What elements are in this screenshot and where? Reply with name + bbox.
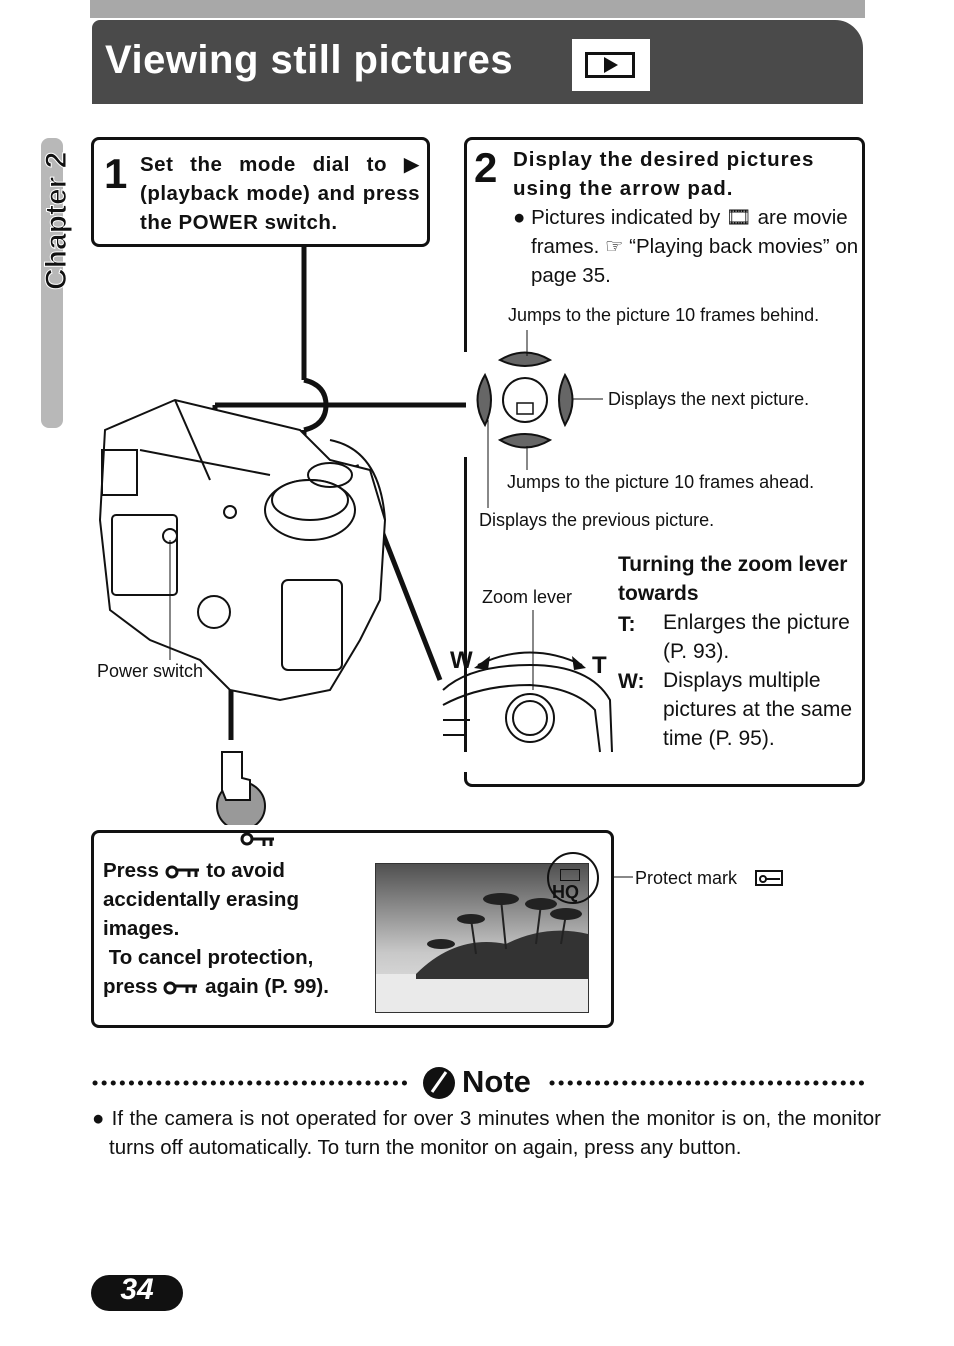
protect-key-icon-inline — [165, 865, 199, 879]
zoom-t-key: T: — [618, 613, 636, 636]
playback-triangle-icon — [604, 57, 618, 73]
playback-icon-frame — [585, 52, 635, 78]
protect-mark-key-icon — [755, 870, 783, 886]
protect-mark-highlight — [547, 852, 599, 904]
arrow-pad-icon — [476, 348, 574, 452]
arrow-down-label: Jumps to the picture 10 frames ahead. — [507, 472, 815, 492]
protect-mark-icon — [560, 869, 580, 881]
header-banner — [90, 18, 865, 106]
note-text-body: If the camera is not operated for over 3… — [109, 1107, 882, 1159]
note-text: ● If the camera is not operated for over… — [92, 1107, 882, 1159]
protect-text-2a: To cancel protection, press — [103, 946, 314, 998]
camera-illustration — [98, 398, 387, 702]
page-number: 34 — [120, 1273, 154, 1306]
zoom-w-key: W: — [618, 670, 645, 693]
protect-text-2b: again (P. 99). — [205, 975, 329, 998]
protect-key-icon-inline-2 — [163, 981, 198, 995]
power-switch-label: Power switch — [97, 661, 204, 681]
arrow-right-label: Displays the next picture. — [608, 389, 810, 409]
zoom-t-description: Enlarges the picture (P. 93). — [663, 611, 850, 663]
arrow-up-label: Jumps to the picture 10 frames behind. — [508, 305, 820, 325]
protect-mark-label: Protect mark — [635, 868, 738, 888]
zoom-w-mark: W — [450, 647, 473, 674]
finger-press-icon — [216, 751, 266, 831]
header-top-bar — [90, 0, 865, 18]
arrow-left-label: Displays the previous picture. — [479, 510, 715, 530]
hq-label: HQ — [552, 882, 579, 902]
page-title: Viewing still pictures — [105, 38, 514, 82]
step1-box — [91, 137, 430, 247]
step2-bullet-text: Pictures indicated by 🎞 are movie frames… — [531, 206, 859, 287]
page-number-badge — [91, 1275, 183, 1311]
note-icon — [423, 1067, 455, 1099]
zoom-lever-illustration — [442, 663, 613, 753]
protect-text-1a: Press — [103, 859, 159, 882]
zoom-lever-label: Zoom lever — [482, 587, 573, 607]
protect-text-1b: to avoid accidentally erasing images. — [103, 859, 299, 940]
step1-number: 1 — [104, 150, 128, 197]
step1-text: Set the mode dial to ▶ (playback mode) a… — [140, 153, 420, 234]
step2-bullet: ● Pictures indicated by 🎞 are movie fram… — [513, 206, 859, 287]
step2-number: 2 — [474, 144, 498, 191]
step2-text: Display the desired pictures using the a… — [513, 148, 815, 200]
zoom-w-description: Displays multiple pictures at the same t… — [663, 669, 853, 750]
step2-box — [464, 137, 865, 787]
chapter-tab — [41, 138, 63, 428]
note-title: Note — [462, 1064, 531, 1099]
protect-instructions: Press to avoid accidentally erasing imag… — [103, 856, 363, 1001]
zoom-heading: Turning the zoom lever towards — [618, 553, 848, 605]
zoom-t-mark: T — [592, 652, 607, 679]
